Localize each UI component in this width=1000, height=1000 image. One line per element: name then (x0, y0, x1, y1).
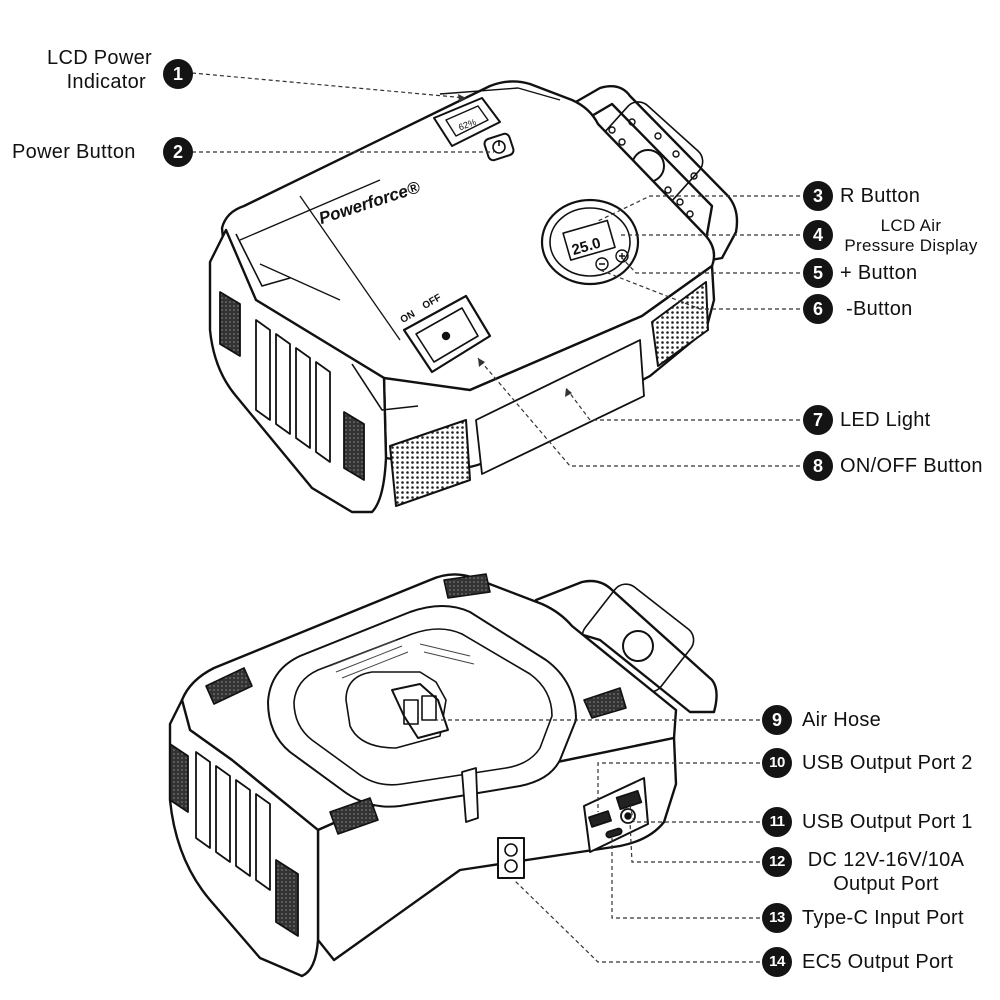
left-side-ribs-bottom (169, 743, 299, 937)
led-light-shape (475, 339, 645, 475)
callout-label-1-line-1: LCD Power (47, 47, 152, 69)
callout-label-2: Power Button (12, 141, 136, 163)
callout-label-4-line-1: LCD Air (880, 216, 942, 235)
bottom-view-device (168, 573, 718, 978)
callout-label-9: Air Hose (802, 709, 882, 731)
callout-label-4: LCD Air Pressure Display (836, 216, 986, 256)
pressure-display-shape: 25.0 (540, 198, 640, 286)
lcd-power-indicator-shape: 62% (433, 97, 501, 147)
leader-13 (611, 836, 760, 919)
storage-lid (267, 605, 577, 808)
callout-badge-4: 4 (803, 220, 833, 250)
callout-badge-12: 12 (762, 847, 792, 877)
leader-lines (191, 72, 800, 963)
leader-3 (595, 195, 800, 223)
callout-badge-1: 1 (163, 59, 193, 89)
callout-label-3: R Button (840, 185, 921, 207)
callout-label-1: LCD Power Indicator (20, 46, 152, 94)
callout-badge-7: 7 (803, 405, 833, 435)
callout-badge-9: 9 (762, 705, 792, 735)
leader-10 (597, 762, 760, 812)
callout-badge-14: 14 (762, 947, 792, 977)
callout-label-7: LED Light (840, 409, 931, 431)
callout-label-1-line-2: Indicator (66, 71, 146, 93)
leader-5 (621, 257, 800, 274)
callout-label-13: Type-C Input Port (802, 907, 964, 929)
leader-6 (599, 269, 800, 310)
type-c-port-shape (605, 827, 623, 839)
callout-badge-8: 8 (803, 451, 833, 481)
leader-7 (565, 387, 800, 421)
leader-14 (513, 879, 760, 963)
callout-badge-2: 2 (163, 137, 193, 167)
callout-label-6: -Button (846, 298, 913, 320)
callout-label-8: ON/OFF Button (840, 455, 983, 477)
callout-label-12: DC 12V-16V/10A Output Port (796, 848, 976, 896)
callout-badge-3: 3 (803, 181, 833, 211)
leader-8 (477, 357, 800, 467)
usb-port-1-shape (615, 789, 643, 811)
front-grille-left (389, 419, 471, 507)
callout-badge-10: 10 (762, 748, 792, 778)
callout-badge-5: 5 (803, 258, 833, 288)
leader-11 (629, 805, 760, 823)
callout-label-14: EC5 Output Port (802, 951, 954, 973)
leader-1 (191, 72, 467, 99)
left-side-ribs (219, 291, 365, 481)
leader-12 (629, 821, 760, 863)
callout-badge-6: 6 (803, 294, 833, 324)
callout-label-4-line-2: Pressure Display (844, 236, 978, 255)
callout-badge-13: 13 (762, 903, 792, 933)
callout-label-10: USB Output Port 2 (802, 752, 973, 774)
usb-port-2-shape (588, 810, 612, 828)
side-grille-right (651, 281, 709, 367)
power-button-shape (483, 132, 515, 162)
port-panel (583, 777, 649, 853)
callout-label-12-line-1: DC 12V-16V/10A (807, 849, 965, 871)
callout-label-12-line-2: Output Port (833, 873, 939, 895)
callout-label-11: USB Output Port 1 (802, 811, 973, 833)
top-view-device: 62% Powerforce® 25.0 ON OFF (208, 80, 739, 514)
callout-label-5: + Button (840, 262, 918, 284)
callout-badge-11: 11 (762, 807, 792, 837)
dc-port-shape (620, 808, 636, 824)
ec5-port-shape (497, 837, 525, 879)
